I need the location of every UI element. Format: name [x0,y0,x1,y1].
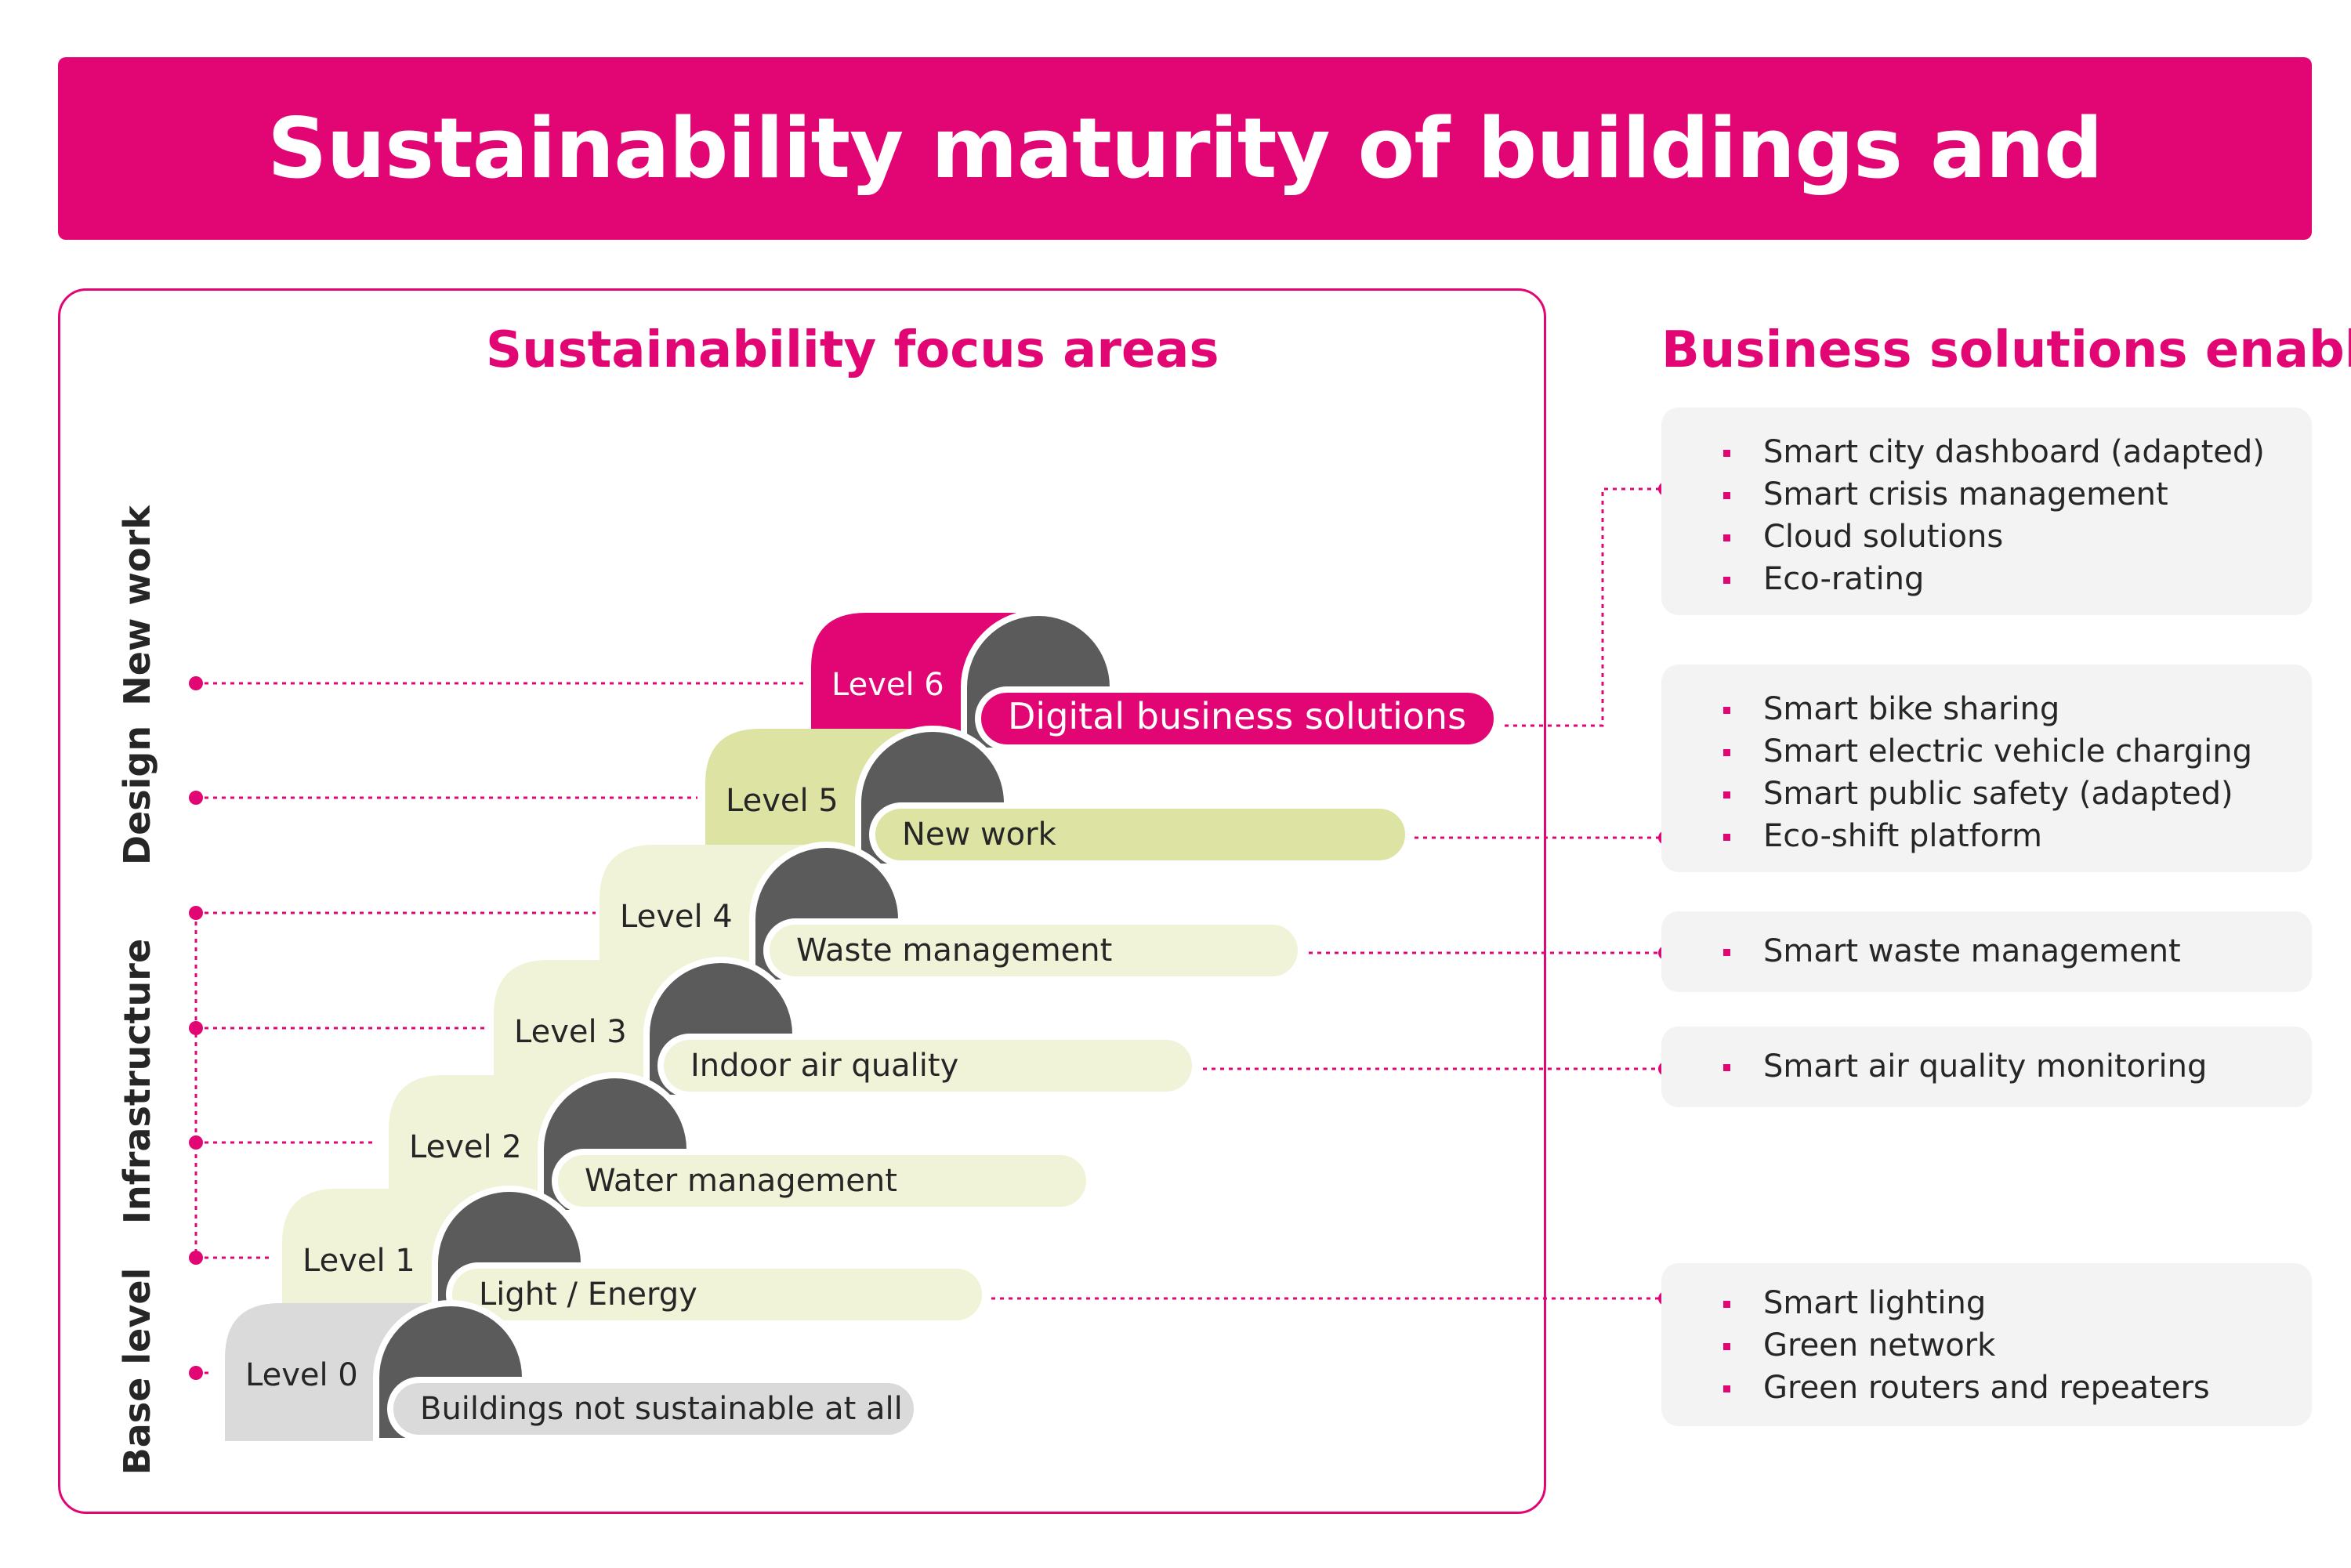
connector-dot [189,1135,203,1150]
level-step-6: Level 6 Digital business solutions [811,610,1500,754]
connector-line [1505,487,1665,727]
title-banner: Sustainability maturity of buildings and… [58,57,2312,379]
area-label: Water management [585,1163,897,1199]
connector-dot [189,676,203,690]
list-item: Smart air quality monitoring [1661,1045,2312,1088]
level-label: Level 1 [302,1243,415,1279]
level-step-1: Level 1 Light / Energy [282,1186,988,1330]
area-label: Indoor air quality [690,1048,958,1084]
bullet-icon [1723,949,1730,956]
list-item: Smart electric vehicle charging [1661,730,2312,773]
level-step-2: Level 2 Water management [389,1072,1092,1216]
list-item: Cloud solutions [1661,516,2312,558]
list-item: Eco-rating [1661,558,2312,600]
focus-areas-panel [58,288,1546,1514]
level-label: Level 5 [726,783,839,819]
level-step-4: Level 4 Waste management [600,842,1304,986]
level-label: Level 3 [514,1014,627,1050]
connector-dot [189,1251,203,1265]
list-item: Smart crisis management [1661,473,2312,516]
level-label: Level 0 [245,1357,358,1393]
area-pill [869,802,1411,867]
enabler-card-new-work: Smart bike sharing Smart electric vehicl… [1661,664,2312,872]
level-label: Level 4 [620,899,733,935]
bullet-icon [1723,577,1730,584]
area-label: Buildings not sustainable at all [420,1391,903,1427]
area-pill [446,1262,988,1327]
enabler-card-digital: Smart city dashboard (adapted) Smart cri… [1661,407,2312,615]
area-pill [657,1034,1198,1098]
level-step-5: Level 5 New work [705,726,1411,870]
connector-dot [189,1021,203,1035]
area-label: Waste management [796,932,1112,969]
bullet-icon [1723,1301,1730,1308]
area-label: Digital business solutions [1008,695,1466,737]
page-title: Sustainability maturity of buildings and… [267,100,2103,379]
bullet-icon [1723,791,1730,798]
level-step-0: Level 0 Buildings not sustainable at all [225,1300,920,1444]
enabler-card-waste: Smart waste management [1661,911,2312,992]
area-label: New work [902,817,1057,853]
list-item: Green network [1661,1324,2312,1367]
bullet-icon [1723,450,1730,457]
list-item: Green routers and repeaters [1661,1367,2312,1409]
enabler-title: Business solutions enabler [1661,321,2351,379]
list-item: Smart city dashboard (adapted) [1661,431,2312,473]
area-pill [387,1377,920,1441]
list-item: Smart lighting [1661,1282,2312,1324]
list-item: Smart bike sharing [1661,688,2312,730]
list-item: Smart public safety (adapted) [1661,773,2312,815]
bullet-icon [1723,492,1730,499]
level-label: Level 6 [831,667,944,703]
bullet-icon [1723,1343,1730,1350]
bullet-icon [1723,534,1730,541]
connector-dot [189,1366,203,1380]
area-pill [763,918,1304,983]
list-item: Smart waste management [1661,930,2312,972]
connector-dot [189,791,203,805]
bullet-icon [1723,1385,1730,1392]
bullet-icon [1723,834,1730,841]
area-label: Light / Energy [479,1276,697,1313]
area-pill [552,1149,1092,1213]
bullet-icon [1723,749,1730,756]
list-item: Eco-shift platform [1661,815,2312,857]
bullet-icon [1723,1064,1730,1071]
level-label: Level 2 [409,1129,522,1165]
level-step-3: Level 3 Indoor air quality [494,957,1198,1101]
connector-dot [189,906,203,920]
enabler-card-air-quality: Smart air quality monitoring [1661,1027,2312,1107]
focus-areas-title: Sustainability focus areas [486,321,1219,379]
bullet-icon [1723,707,1730,714]
enabler-card-lighting: Smart lighting Green network Green route… [1661,1263,2312,1426]
area-pill [975,686,1500,751]
